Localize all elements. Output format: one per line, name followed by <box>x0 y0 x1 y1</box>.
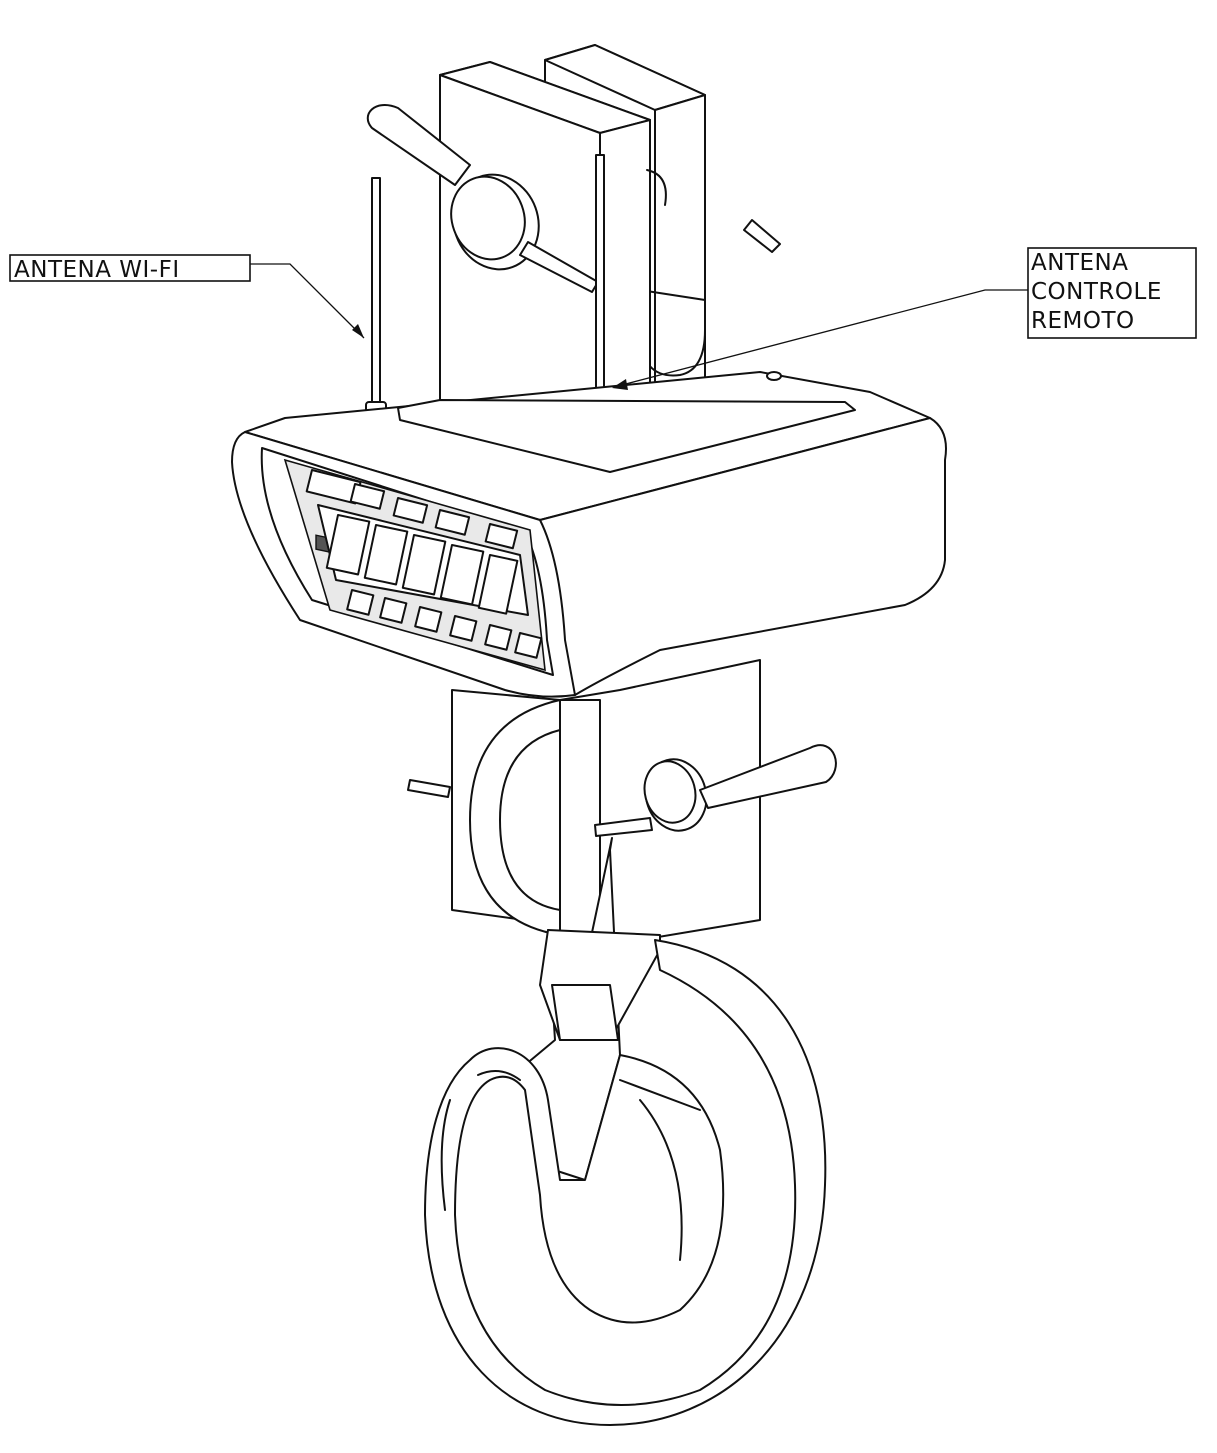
callout-remote-leader <box>617 289 1028 387</box>
callout-remote-line2: CONTROLE <box>1031 279 1162 305</box>
callout-wifi-leader <box>250 263 365 339</box>
callout-remote-line3: REMOTO <box>1031 308 1135 334</box>
hook-body <box>424 939 827 1426</box>
wifi-antenna <box>365 177 387 421</box>
callout-remote-antenna: ANTENA CONTROLE REMOTO <box>612 247 1197 390</box>
callout-wifi-box <box>9 254 251 282</box>
arrowhead-icon <box>612 379 628 390</box>
lower-clip-loop <box>699 744 837 809</box>
indicator-panel <box>283 458 546 672</box>
callout-wifi-antenna: ANTENA WI-FI <box>9 254 365 339</box>
callout-wifi-label: ANTENA WI-FI <box>14 257 180 283</box>
housing-side <box>539 417 947 696</box>
upper-clip-loop <box>366 103 471 186</box>
hook <box>424 837 827 1426</box>
arrowhead-icon <box>352 324 364 338</box>
lower-pin <box>407 744 837 837</box>
callout-remote-box <box>1027 247 1197 339</box>
callout-remote-line1: ANTENA <box>1031 250 1128 276</box>
